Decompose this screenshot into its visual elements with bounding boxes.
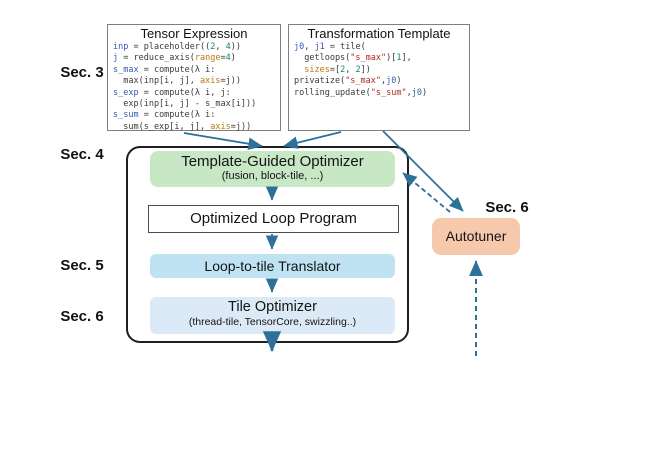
section-label-sec4: Sec. 4 <box>60 146 104 163</box>
code-token-kw: sizes <box>304 64 330 75</box>
tensor-expression-code: inp = placeholder((2, 4))j = reduce_axis… <box>108 42 280 133</box>
loop-to-tile-translator-box: Loop-to-tile Translator <box>150 254 395 278</box>
code-line: rolling_update("s_sum",j0) <box>294 88 469 99</box>
code-token-var: j0 <box>386 76 397 87</box>
code-token-pl: ) <box>230 53 236 64</box>
arrow-template-to-optimizer <box>283 131 342 149</box>
code-token-num: 2 <box>210 42 216 52</box>
code-token-pl: =j)) <box>230 121 252 132</box>
code-token-pl: max(inp[i, j], <box>113 76 200 87</box>
section-label-sec3: Sec. 3 <box>60 64 104 81</box>
transformation-template-box: Transformation Template j0, j1 = tile( g… <box>288 24 470 131</box>
template-guided-optimizer-box: Template-Guided Optimizer (fusion, block… <box>150 151 395 187</box>
code-token-pl: = compute(λ i, j: <box>138 87 231 98</box>
tile-optimizer-subtitle: (thread-tile, TensorCore, swizzling..) <box>188 316 357 328</box>
tile-optimizer-box: Tile Optimizer (thread-tile, TensorCore,… <box>150 297 395 334</box>
code-line: getloops("s_max")[1], <box>294 53 469 64</box>
code-line: sizes=[2, 2]) <box>294 65 469 76</box>
code-token-var: j <box>113 53 119 64</box>
code-token-var: s_exp <box>113 87 139 98</box>
code-token-var: j1 <box>314 42 325 52</box>
code-token-var: inp <box>113 42 129 52</box>
code-token-pl: getloops( <box>294 53 351 64</box>
code-token-kw: axis <box>200 76 221 87</box>
code-line: j0, j1 = tile( <box>294 42 469 53</box>
code-token-num: 1 <box>396 53 402 64</box>
code-token-pl: = placeholder(( <box>128 42 211 52</box>
code-token-pl: sum(s_exp[i, j], <box>113 121 211 132</box>
code-token-pl: = compute(λ i: <box>138 64 216 75</box>
code-token-var: j0 <box>411 87 422 98</box>
section-label-sec5: Sec. 5 <box>60 257 104 274</box>
code-token-pl: ], <box>401 53 412 64</box>
code-line: s_sum = compute(λ i: <box>113 110 280 121</box>
section-label-sec6-left: Sec. 6 <box>60 308 104 325</box>
optimized-loop-program-box: Optimized Loop Program <box>148 205 399 233</box>
code-token-pl: = <box>220 53 226 64</box>
code-token-var: s_sum <box>113 110 139 121</box>
code-token-pl: , <box>215 42 226 52</box>
arrow-tensor-to-optimizer <box>183 132 263 150</box>
transformation-template-title: Transformation Template <box>307 26 451 41</box>
code-token-pl: )) <box>230 42 241 52</box>
code-token-pl <box>294 65 304 75</box>
code-token-str: "s_max" <box>350 53 387 64</box>
code-line: sum(s_exp[i, j], axis=j)) <box>113 122 280 133</box>
code-token-pl: , <box>406 87 412 98</box>
code-token-num: 4 <box>225 53 231 64</box>
tensor-expression-box: Tensor Expression inp = placeholder((2, … <box>107 24 281 133</box>
code-token-str: "s_sum" <box>370 87 407 98</box>
code-line: privatize("s_max",j0) <box>294 76 469 87</box>
autotuner-box: Autotuner <box>432 218 520 255</box>
code-token-kw: axis <box>210 121 231 132</box>
code-token-pl: ]) <box>360 64 371 75</box>
optimizer-subtitle: (fusion, block-tile, ...) <box>221 170 324 182</box>
code-token-kw: range <box>194 53 221 64</box>
code-token-pl: = reduce_axis( <box>118 53 195 64</box>
code-token-num: 4 <box>225 42 231 52</box>
code-line: j = reduce_axis(range=4) <box>113 53 280 64</box>
code-token-pl: = tile( <box>324 42 366 52</box>
code-token-pl: ) <box>421 87 428 98</box>
transformation-template-code: j0, j1 = tile( getloops("s_max")[1], siz… <box>289 42 469 99</box>
code-token-pl: exp(inp[i, j] - s_max[i])) <box>113 99 257 110</box>
code-token-pl: )[ <box>386 53 397 64</box>
code-line: s_exp = compute(λ i, j: <box>113 88 280 99</box>
code-line: inp = placeholder((2, 4)) <box>113 42 280 53</box>
code-token-pl: privatize( <box>294 76 346 87</box>
code-token-pl: =j)) <box>220 76 241 87</box>
tensor-expression-title: Tensor Expression <box>140 26 248 41</box>
code-token-pl: , <box>345 64 356 75</box>
code-line: max(inp[i, j], axis=j)) <box>113 76 280 87</box>
tile-optimizer-title: Tile Optimizer <box>228 299 317 315</box>
code-token-pl: , <box>304 42 315 52</box>
section-label-sec6-right: Sec. 6 <box>485 199 529 216</box>
arrow-autotuner-to-optimizer-dashed <box>402 172 451 213</box>
code-token-pl: = compute(λ i: <box>138 110 216 121</box>
code-token-var: s_max <box>113 64 139 75</box>
code-token-pl: rolling_update( <box>294 87 371 98</box>
code-token-pl: =[ <box>329 64 341 75</box>
code-line: exp(inp[i, j] - s_max[i])) <box>113 99 280 110</box>
code-line: s_max = compute(λ i: <box>113 65 280 76</box>
optimizer-title: Template-Guided Optimizer <box>181 153 364 170</box>
code-token-num: 2 <box>355 64 361 75</box>
code-token-str: "s_max" <box>345 76 382 87</box>
code-token-pl: ) <box>396 76 402 87</box>
code-token-num: 2 <box>340 64 346 75</box>
code-token-pl: , <box>381 76 387 87</box>
code-token-var: j0 <box>294 42 305 52</box>
